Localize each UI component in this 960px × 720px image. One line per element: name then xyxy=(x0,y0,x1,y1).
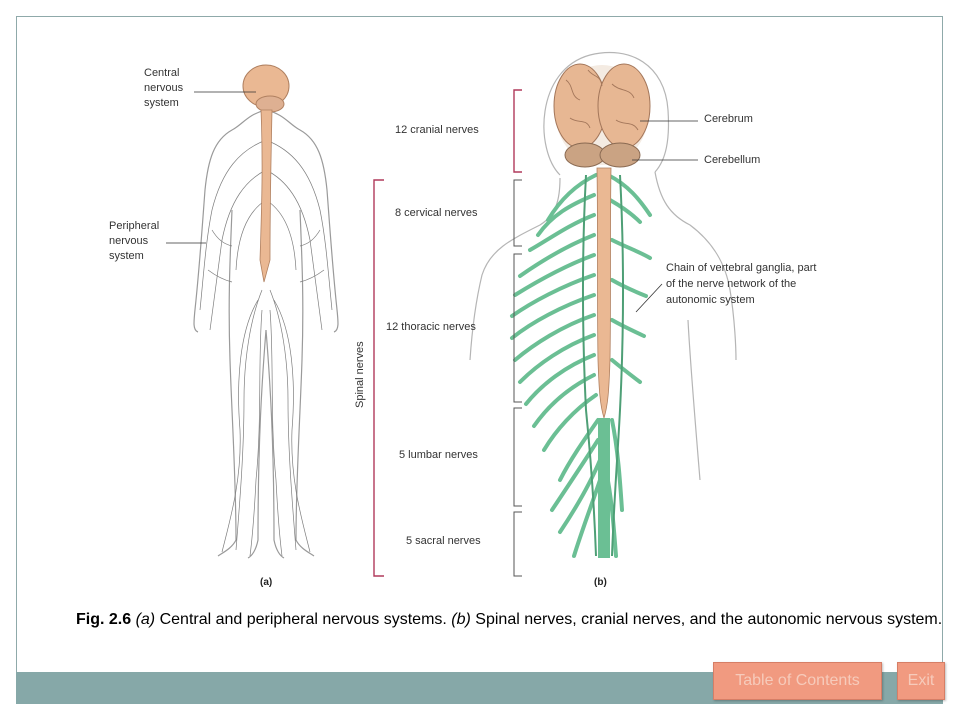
caption-b-tag: (b) xyxy=(451,611,471,628)
sublabel-a: (a) xyxy=(260,577,272,588)
cerebrum-b xyxy=(553,63,651,149)
cns-a xyxy=(242,64,290,283)
cns-label-line2: nervous xyxy=(144,82,184,94)
exit-button[interactable]: Exit xyxy=(897,662,945,700)
pns-label-line3: system xyxy=(109,250,144,262)
cns-label-line1: Central xyxy=(144,67,179,79)
chain-label-line1: Chain of vertebral ganglia, part xyxy=(666,262,816,274)
slide-frame xyxy=(16,16,943,704)
cerebrum-label: Cerebrum xyxy=(704,113,753,125)
cerebellum-b xyxy=(564,142,641,168)
table-of-contents-button[interactable]: Table of Contents xyxy=(713,662,882,700)
sacral-nerves-label: 5 sacral nerves xyxy=(406,535,481,547)
spinal-nerves-b xyxy=(510,173,652,558)
pns-label-line2: nervous xyxy=(109,235,149,247)
cauda-equina xyxy=(598,418,610,558)
cervical-nerves-label: 8 cervical nerves xyxy=(395,207,478,219)
chain-label-line2: of the nerve network of the xyxy=(666,278,796,290)
cerebellum-label: Cerebellum xyxy=(704,154,760,166)
ganglia-chain xyxy=(582,174,624,557)
figure-caption: Fig. 2.6 (a) Central and peripheral nerv… xyxy=(76,610,956,630)
region-brackets xyxy=(373,89,522,577)
spinal-cord-b xyxy=(596,167,612,420)
chain-label-line3: autonomic system xyxy=(666,294,755,306)
cranial-nerves-label: 12 cranial nerves xyxy=(395,124,479,136)
caption-a-text: Central and peripheral nervous systems. xyxy=(155,611,452,628)
thoracic-nerves-label: 12 thoracic nerves xyxy=(386,321,476,333)
lumbar-nerves-label: 5 lumbar nerves xyxy=(399,449,478,461)
pns-label-line1: Peripheral xyxy=(109,220,159,232)
body-outline-a xyxy=(193,109,339,559)
leader-lines-b xyxy=(632,120,698,313)
sublabel-b: (b) xyxy=(594,577,607,588)
spinal-nerves-label: Spinal nerves xyxy=(354,341,366,408)
caption-figure-number: Fig. 2.6 xyxy=(76,611,132,628)
caption-b-text: Spinal nerves, cranial nerves, and the a… xyxy=(470,611,943,628)
caption-a-tag: (a) xyxy=(135,611,156,628)
cns-label-line3: system xyxy=(144,97,179,109)
